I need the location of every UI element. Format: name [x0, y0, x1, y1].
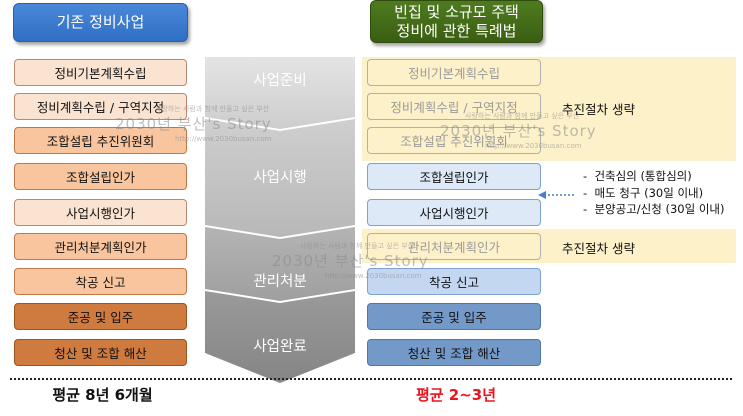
right-step-promotion-committee: 조합설립 추진위원회	[367, 127, 541, 154]
right-step-liquidation: 청산 및 조합 해산	[367, 339, 541, 366]
left-step-completion: 준공 및 입주	[14, 303, 187, 330]
left-step-zone-designation: 정비계획수립 / 구역지정	[14, 93, 187, 120]
left-step-liquidation: 청산 및 조합 해산	[14, 339, 187, 366]
watermark-tagline: 사랑하는 사람과 함께 만들고 싶은 부산	[155, 105, 270, 113]
process-arrow	[205, 57, 355, 383]
left-step-promotion-committee: 조합설립 추진위원회	[14, 127, 187, 154]
existing-project-title: 기존 정비사업	[56, 13, 145, 31]
right-step-zone-designation: 정비계획수립 / 구역지정	[367, 93, 541, 120]
left-step-project-approval: 사업시행인가	[14, 199, 187, 226]
special-act-title-line2: 정비에 관한 특례법	[396, 21, 517, 40]
omitted-band-2	[362, 229, 736, 263]
stage-segment-4	[205, 291, 355, 383]
watermark-url: http://www.2030busan.com	[485, 142, 582, 150]
watermark-tagline: 사랑하는 사람과 함께 만들고 싶은 부산	[300, 242, 415, 250]
stage-segment-2	[205, 119, 355, 237]
left-step-association-approval: 조합설립인가	[14, 163, 187, 190]
stage-segment-1	[205, 57, 355, 129]
bullet-item: - 건축심의 (통합심의)	[583, 169, 692, 183]
omitted-note-2: 추진절차 생략	[562, 241, 635, 256]
right-step-basic-plan: 정비기본계획수립	[367, 59, 541, 86]
stage-segment-3	[205, 227, 355, 301]
bullet-item: - 매도 청구 (30일 이내)	[583, 185, 704, 200]
existing-duration: 평균 8년 6개월	[52, 386, 153, 404]
special-act-duration: 평균 2~3년	[415, 386, 497, 404]
existing-project-header: 기존 정비사업	[13, 3, 188, 42]
stage-label-management: 관리처분	[253, 273, 307, 290]
stage-label-prepare: 사업준비	[253, 72, 307, 89]
left-step-management-plan: 관리처분계획인가	[14, 233, 187, 260]
bullet-list: - 건축심의 (통합심의) - 매도 청구 (30일 이내) - 분양공고/신청…	[583, 168, 743, 224]
stage-label-execute: 사업시행	[253, 169, 307, 186]
special-act-header: 빈집 및 소규모 주택 정비에 관한 특례법	[370, 0, 543, 43]
right-step-construction-report: 착공 신고	[367, 268, 541, 295]
left-step-construction-report: 착공 신고	[14, 268, 187, 295]
stage-label-complete: 사업완료	[253, 338, 307, 355]
watermark-url: http://www.2030busan.com	[175, 135, 272, 143]
watermark-tagline: 사랑하는 사람과 함께 만들고 싶은 부산	[465, 112, 580, 120]
watermark-url: http://www.2030busan.com	[325, 272, 422, 280]
right-step-project-approval: 사업시행인가	[367, 199, 541, 226]
omitted-band-1	[362, 57, 736, 161]
omitted-note-1: 추진절차 생략	[562, 102, 635, 117]
footer-divider	[10, 378, 732, 380]
bullet-item: - 분양공고/신청 (30일 이내)	[583, 202, 725, 216]
right-step-completion: 준공 및 입주	[367, 303, 541, 330]
watermark-title: 2030년 부산's Story	[272, 252, 429, 270]
right-step-association-approval: 조합설립인가	[367, 163, 541, 190]
right-step-management-plan: 관리처분계획인가	[367, 233, 541, 260]
watermark-title: 2030년 부산's Story	[440, 122, 597, 140]
left-step-basic-plan: 정비기본계획수립	[14, 59, 187, 86]
dotted-arrow-left-icon	[538, 191, 576, 199]
special-act-title-line1: 빈집 및 소규모 주택	[394, 2, 519, 21]
watermark-title: 2030년 부산's Story	[115, 115, 272, 133]
